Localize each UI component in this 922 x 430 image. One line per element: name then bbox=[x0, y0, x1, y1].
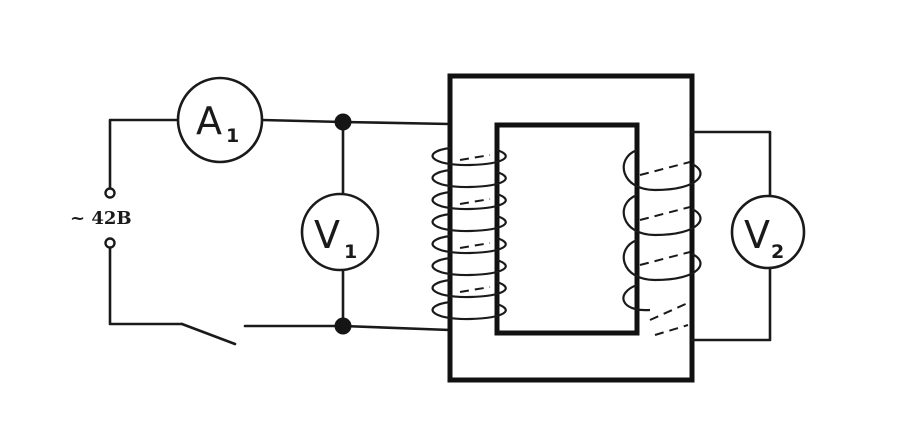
junction-node-bottom bbox=[334, 317, 352, 335]
voltmeter-v2-letter: V bbox=[744, 213, 770, 257]
voltmeter-v1: V 1 bbox=[300, 192, 380, 272]
supply-terminal-top bbox=[104, 187, 116, 199]
voltmeter-v1-subscript: 1 bbox=[344, 241, 357, 263]
voltmeter-v2-subscript: 2 bbox=[771, 241, 784, 263]
primary-circuit bbox=[108, 118, 452, 346]
supply-wire-top bbox=[108, 118, 180, 192]
junction-node-top bbox=[334, 113, 352, 131]
ammeter-a1: A 1 bbox=[176, 76, 264, 164]
switch-blade bbox=[180, 322, 237, 346]
supply-terminals: ~ 42B bbox=[70, 187, 132, 249]
supply-wire-bottom bbox=[108, 244, 184, 326]
core-window bbox=[494, 122, 640, 336]
ammeter-letter: A bbox=[196, 99, 222, 143]
secondary-wire-top bbox=[690, 130, 772, 198]
secondary-wire-bottom bbox=[690, 266, 772, 342]
supply-voltage-label: ~ 42B bbox=[70, 208, 132, 229]
supply-terminal-bottom bbox=[104, 237, 116, 249]
secondary-winding bbox=[622, 148, 702, 336]
secondary-circuit bbox=[690, 130, 772, 342]
top-rail-wire bbox=[260, 118, 452, 126]
voltmeter-v1-letter: V bbox=[314, 213, 340, 257]
primary-winding bbox=[431, 146, 507, 321]
ammeter-subscript: 1 bbox=[226, 125, 239, 147]
voltmeter-v2: V 2 bbox=[730, 194, 806, 270]
